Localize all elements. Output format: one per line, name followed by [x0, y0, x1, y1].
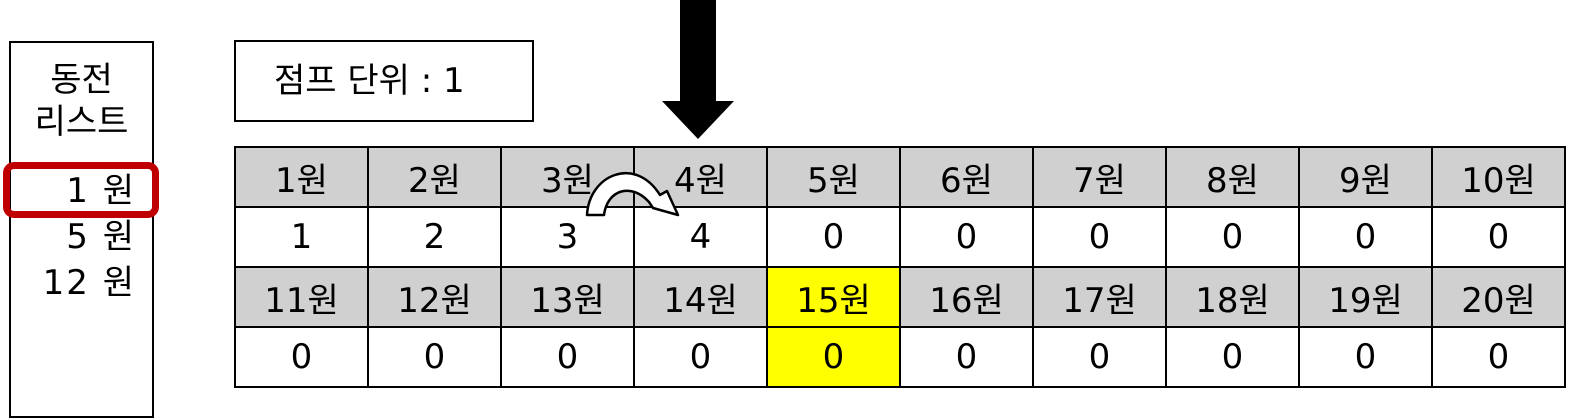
amount-value-cell: 0 [768, 208, 901, 268]
current-position-down-arrow-icon [662, 0, 734, 139]
amount-header-cell: 6원 [901, 148, 1034, 208]
amount-header-cell: 12원 [369, 268, 502, 328]
amount-value-cell: 0 [1034, 328, 1167, 388]
amount-header-cell: 9원 [1300, 148, 1433, 208]
amount-value-cell: 0 [768, 328, 901, 388]
amount-value-cell: 0 [502, 328, 635, 388]
amount-value-cell: 0 [1167, 208, 1300, 268]
amount-value-cell: 4 [635, 208, 768, 268]
amount-value-cell: 0 [236, 328, 369, 388]
amount-value-cell: 0 [901, 208, 1034, 268]
jump-curved-arrow-icon [585, 172, 680, 217]
amount-header-cell: 7원 [1034, 148, 1167, 208]
amount-header-cell: 18원 [1167, 268, 1300, 328]
amount-header-cell: 8원 [1167, 148, 1300, 208]
coin-list-title-line2: 리스트 [34, 102, 129, 142]
amount-header-cell: 2원 [369, 148, 502, 208]
amount-value-cell: 0 [1433, 328, 1566, 388]
amount-value-cell: 1 [236, 208, 369, 268]
amount-value-cell: 0 [901, 328, 1034, 388]
amount-value-cell: 0 [1167, 328, 1300, 388]
amount-value-cell: 0 [635, 328, 768, 388]
amount-value-cell: 0 [1300, 208, 1433, 268]
amount-value-cell: 3 [502, 208, 635, 268]
amount-header-cell: 16원 [901, 268, 1034, 328]
amount-header-cell: 20원 [1433, 268, 1566, 328]
coin-list-title-line1: 동전 [50, 60, 113, 100]
coin-list-title: 동전 리스트 [11, 59, 152, 143]
amount-value-cell: 0 [369, 328, 502, 388]
amount-header-cell: 3원 [502, 148, 635, 208]
amount-header-cell: 15원 [768, 268, 901, 328]
amount-header-cell: 13원 [502, 268, 635, 328]
coin-item-5[interactable]: 5 원 [66, 217, 136, 257]
amount-value-cell: 0 [1034, 208, 1167, 268]
amount-value-cell: 2 [369, 208, 502, 268]
amount-value-cell: 0 [1300, 328, 1433, 388]
amount-header-cell: 19원 [1300, 268, 1433, 328]
amount-value-cell: 0 [1433, 208, 1566, 268]
coin-item-12[interactable]: 12 원 [42, 263, 136, 303]
amount-header-cell: 14원 [635, 268, 768, 328]
coin-item-1[interactable]: 1 원 [66, 171, 136, 211]
amount-header-cell: 1원 [236, 148, 369, 208]
jump-unit-box: 점프 단위 : 1 [234, 40, 534, 122]
selected-coin-highlight [3, 162, 159, 218]
amount-header-cell: 17원 [1034, 268, 1167, 328]
amount-header-cell: 11원 [236, 268, 369, 328]
amount-header-cell: 5원 [768, 148, 901, 208]
amount-header-cell: 10원 [1433, 148, 1566, 208]
coin-list-panel: 동전 리스트 1 원 5 원 12 원 [9, 41, 154, 418]
